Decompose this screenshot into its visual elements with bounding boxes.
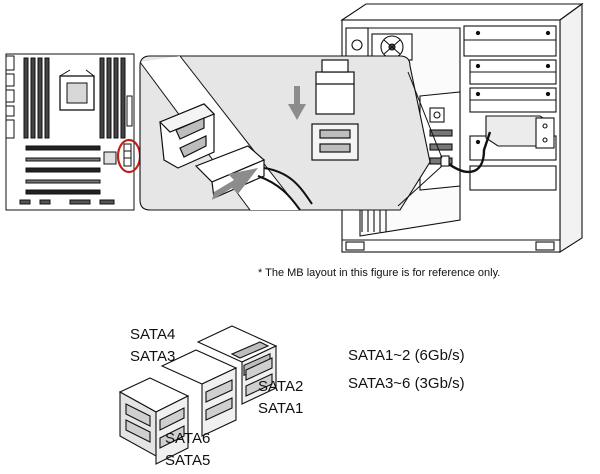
label-sata6: SATA6	[165, 430, 211, 447]
label-sata3: SATA3	[130, 348, 176, 365]
label-sata4: SATA4	[130, 326, 176, 343]
reference-note: * The MB layout in this figure is for re…	[258, 267, 501, 279]
sata-ports-closeup	[118, 325, 278, 465]
speed-sata1-2: SATA1~2 (6Gb/s)	[348, 347, 465, 364]
label-sata5: SATA5	[165, 452, 211, 469]
label-sata1: SATA1	[258, 400, 304, 417]
connector-callout	[139, 55, 443, 211]
speed-sata3-6: SATA3~6 (3Gb/s)	[348, 375, 465, 392]
label-sata2: SATA2	[258, 378, 304, 395]
motherboard-illustration	[5, 53, 135, 211]
